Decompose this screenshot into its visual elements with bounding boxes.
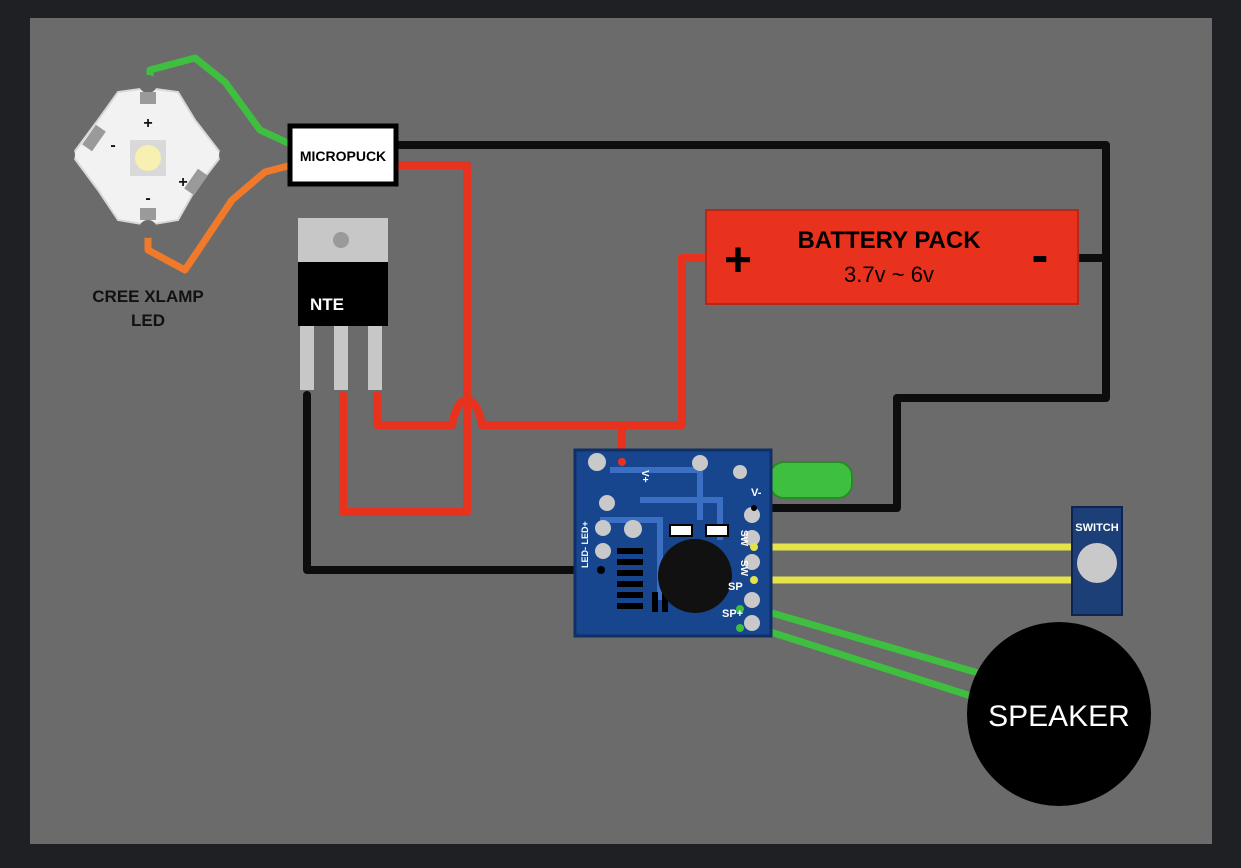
led-plus-top: +	[143, 115, 152, 132]
pcb-pad	[744, 615, 760, 631]
led-notch-2	[139, 220, 157, 238]
wire-black-micropuck-battery	[394, 141, 1110, 262]
pcb-pad	[599, 495, 615, 511]
nte-regulator: NTE	[298, 218, 388, 390]
pcb-epoxy-blob	[658, 539, 732, 613]
pcb-smd-2	[705, 524, 729, 537]
pcb-sw-dot-1	[750, 543, 758, 551]
pcb-vplus-dot	[618, 458, 626, 466]
switch: SWITCH	[1071, 506, 1123, 616]
led-notch-1	[139, 75, 157, 93]
cree-led: + - + - CREE XLAMP LED	[57, 75, 237, 330]
pcb-pad	[624, 520, 642, 538]
led-emitter	[135, 145, 161, 171]
pcb-chip-lead	[617, 581, 643, 587]
pcb-green-component	[769, 461, 853, 499]
led-label-line2: LED	[131, 311, 165, 330]
battery-title: BATTERY PACK	[797, 227, 981, 254]
nte-label: NTE	[310, 295, 344, 314]
micropuck: MICROPUCK	[287, 123, 399, 187]
pcb-sp-dot-1	[736, 605, 744, 613]
battery-voltage: 3.7v ~ 6v	[844, 262, 934, 287]
pcb-label-sw: SW	[738, 530, 749, 547]
pcb-chip	[617, 548, 668, 612]
wire-black-nte-pcb	[303, 391, 584, 574]
led-pad-top	[140, 92, 156, 104]
pcb-led-dot	[597, 566, 605, 574]
switch-label: SWITCH	[1075, 522, 1118, 534]
pcb-chip-lead	[662, 592, 668, 612]
led-pad-right	[184, 168, 208, 196]
wire-green-sp2	[754, 624, 972, 699]
pcb-pad	[744, 592, 760, 608]
pcb-chip-lead	[617, 592, 643, 598]
pcb-label-vplus: V+	[639, 470, 650, 483]
pcb-pad	[588, 453, 606, 471]
pcb-label-led: LED- LED+	[580, 521, 590, 568]
speaker-label: SPEAKER	[988, 700, 1130, 733]
pcb-pad	[692, 455, 708, 471]
pcb-pad	[595, 543, 611, 559]
battery-plus: +	[724, 234, 752, 287]
pcb-chip-lead	[617, 570, 643, 576]
led-notch-4	[219, 146, 237, 164]
pcb-pad	[733, 465, 747, 479]
battery-minus: -	[1032, 227, 1049, 283]
led-label-line1: CREE XLAMP	[92, 287, 203, 306]
pcb-sw-dot-2	[750, 576, 758, 584]
led-plus-right: +	[178, 174, 187, 191]
wire-black-battery-pcb	[766, 254, 1110, 512]
micropuck-label: MICROPUCK	[300, 148, 386, 164]
nte-pin-left	[300, 326, 314, 390]
switch-button	[1077, 543, 1117, 583]
led-notch-3	[57, 146, 75, 164]
pcb-chip-lead	[617, 559, 643, 565]
wire-red-nte-pcb	[373, 254, 716, 429]
pcb-label-sp-plus: SP+	[722, 608, 743, 620]
pcb-smd-1	[669, 524, 693, 537]
nte-tab-hole	[333, 232, 349, 248]
led-minus-left: -	[110, 137, 115, 154]
led-minus-bottom: -	[145, 190, 150, 207]
pcb-chip-lead	[652, 592, 658, 612]
pcb-pad	[744, 554, 760, 570]
wire-red-micropuck	[339, 161, 471, 516]
nte-body	[298, 262, 388, 326]
pcb-label-vminus: V-	[751, 487, 762, 499]
nte-pin-mid	[334, 326, 348, 390]
wire-green-led	[146, 54, 292, 147]
pcb-sp-dot-2	[736, 624, 744, 632]
wire-green-sp1	[754, 605, 979, 676]
nte-pin-right	[368, 326, 382, 390]
led-pad-bottom	[140, 208, 156, 220]
sound-module-pcb: V+ V- LED- LED+ SW SW SP SP+	[573, 448, 853, 638]
wires	[144, 54, 1110, 699]
battery-body	[705, 209, 1079, 305]
pcb-vminus-dot	[751, 505, 757, 511]
led-pad-left	[82, 124, 106, 152]
pcb-pads	[588, 453, 760, 631]
pcb-chip-lead	[617, 548, 643, 554]
pcb-pad	[744, 530, 760, 546]
speaker-body	[967, 622, 1151, 806]
wire-orange-led	[144, 162, 292, 274]
micropuck-body	[287, 123, 399, 187]
pcb-pad	[744, 507, 760, 523]
battery-pack: + BATTERY PACK 3.7v ~ 6v -	[705, 209, 1079, 305]
pcb-label-sp: SP	[728, 581, 743, 593]
pcb-chip-lead	[617, 603, 643, 609]
pcb-label-sw2: SW	[738, 560, 749, 577]
pcb-pad	[595, 520, 611, 536]
speaker: SPEAKER	[967, 622, 1151, 806]
